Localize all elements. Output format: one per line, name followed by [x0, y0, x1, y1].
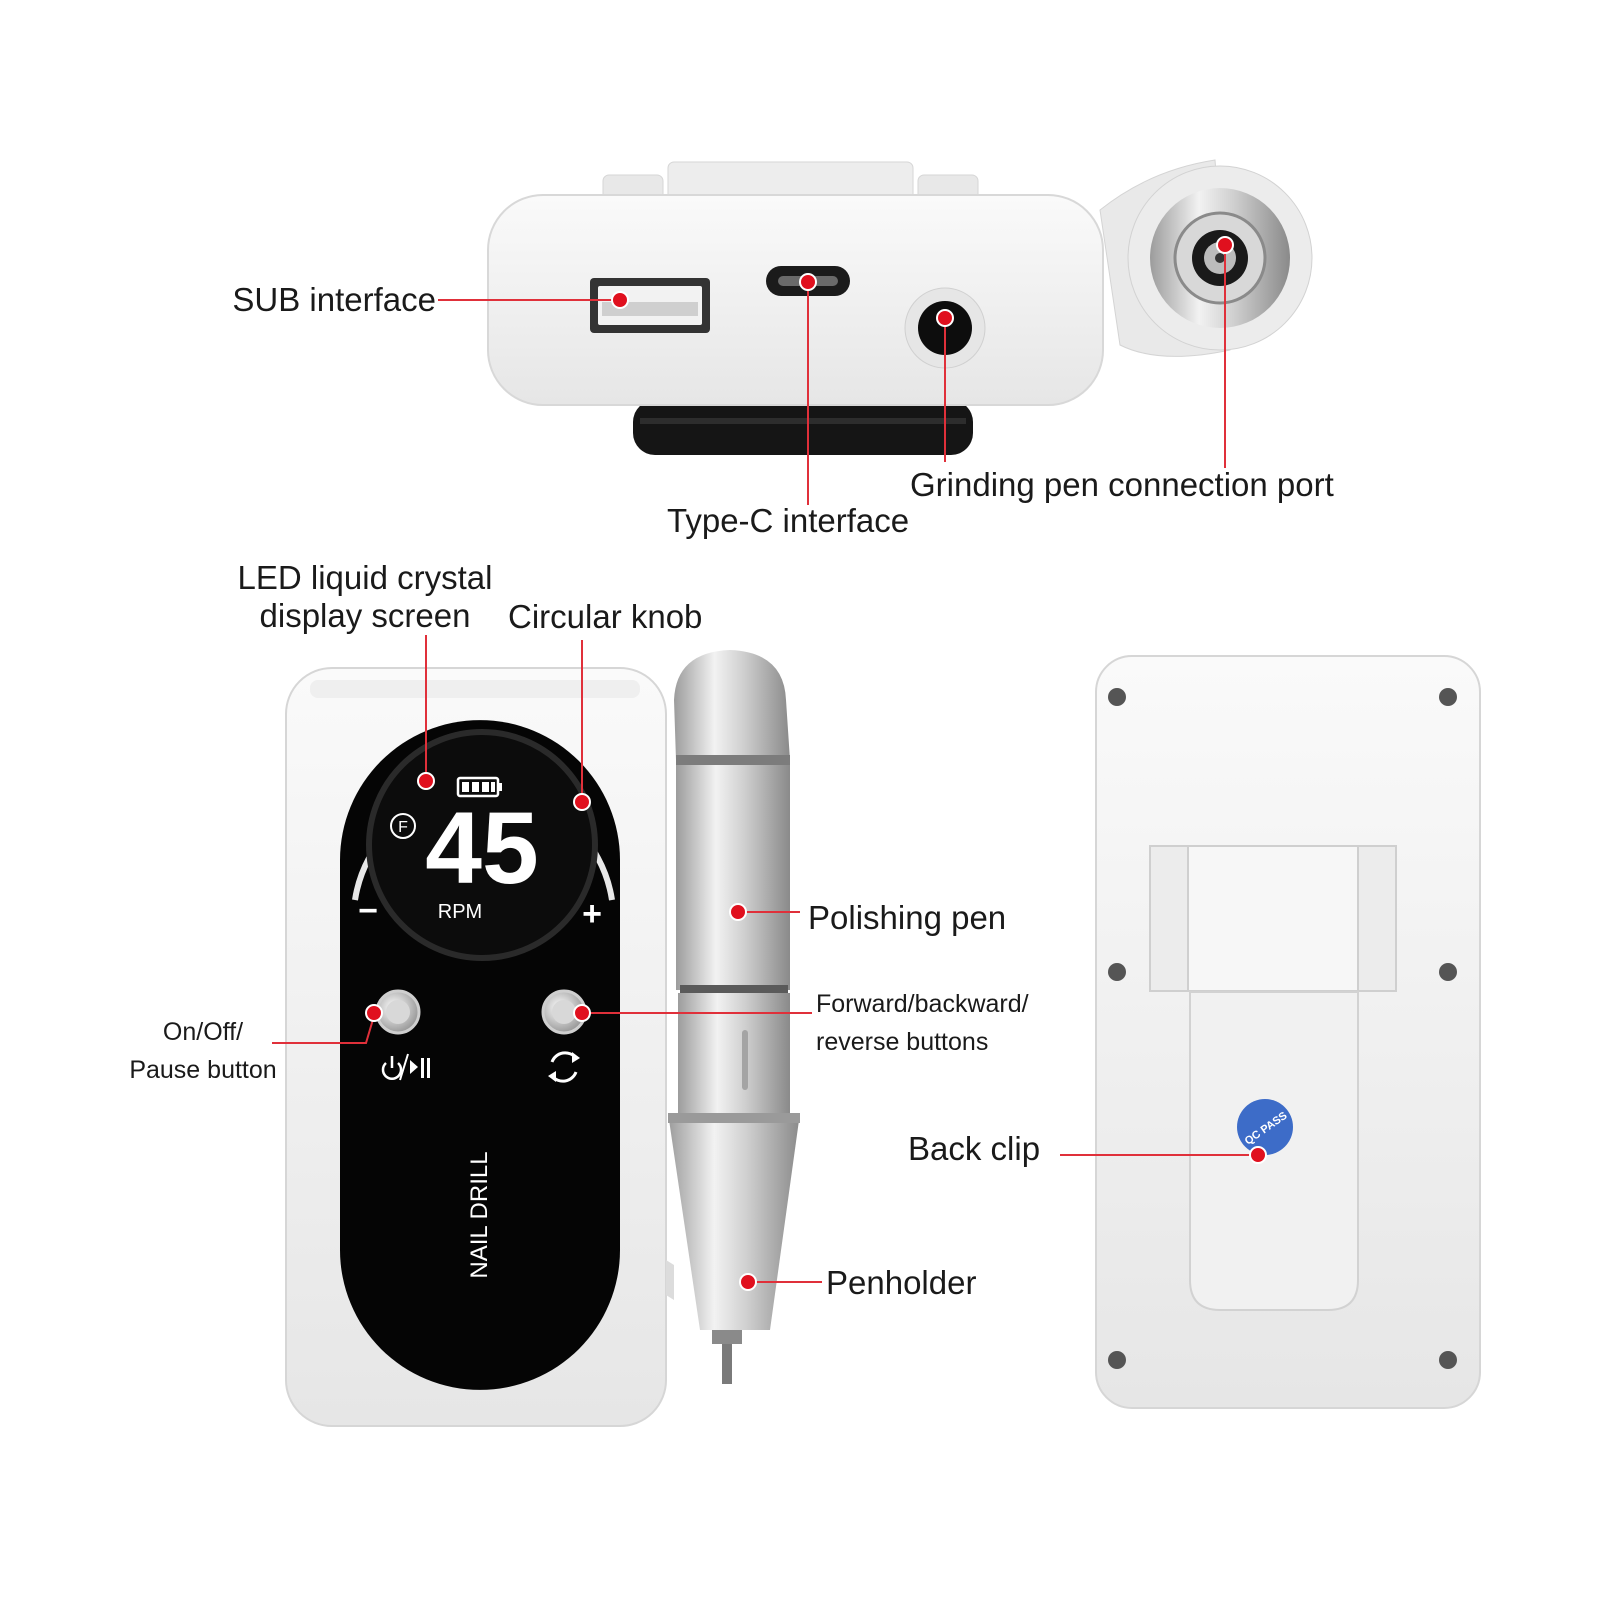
qc-pass-sticker: QC PASS [1237, 1099, 1293, 1155]
dot-typec [799, 273, 817, 291]
label-forward-line2: reverse buttons [816, 1028, 989, 1056]
back-view-device: QC PASS [1095, 655, 1481, 1409]
label-onoff-line2: Pause button [129, 1056, 277, 1084]
label-forward-line1: Forward/backward/ [816, 990, 1029, 1018]
label-onoff-button: On/Off/ Pause button [112, 1013, 294, 1089]
label-grinding-port: Grinding pen connection port [910, 466, 1334, 503]
reverse-arrows-icon [548, 1051, 580, 1083]
label-polishing-pen: Polishing pen [808, 899, 1007, 936]
mode-text: F [398, 819, 408, 836]
speed-unit: RPM [438, 901, 482, 923]
dot-forward [573, 1004, 591, 1022]
top-view-device [487, 159, 1313, 455]
label-circular-knob: Circular knob [508, 598, 703, 635]
marker-dots [365, 236, 1267, 1291]
dot-penholder [739, 1273, 757, 1291]
label-lcd-line2: display screen [259, 597, 471, 634]
leader-lines [272, 245, 1256, 1283]
mode-indicator: F [390, 813, 416, 839]
brand-label: NAIL DRILL [466, 1151, 493, 1278]
dot-backclip [1249, 1146, 1267, 1164]
label-penholder: Penholder [826, 1264, 977, 1301]
leader-onoff [272, 1015, 375, 1044]
power-pause-icon [381, 1053, 430, 1081]
dot-sub [611, 291, 629, 309]
dot-onoff [365, 1004, 383, 1022]
polishing-pen [666, 650, 800, 1384]
label-lcd-screen: LED liquid crystal display screen [225, 559, 505, 635]
speed-readout: 45 [425, 791, 538, 905]
dot-lcd [417, 772, 435, 790]
dot-polishing [729, 903, 747, 921]
label-back-clip: Back clip [908, 1130, 1041, 1167]
label-lcd-line1: LED liquid crystal [237, 559, 493, 596]
dot-dc [936, 309, 954, 327]
dot-knob [573, 793, 591, 811]
label-onoff-line1: On/Off/ [162, 1018, 244, 1046]
battery-icon [456, 776, 502, 798]
dot-grinding [1216, 236, 1234, 254]
power-pause-button[interactable] [375, 989, 421, 1035]
usb-port [590, 278, 710, 333]
speed-plus-sign: + [582, 895, 602, 933]
front-view-device: F 45 RPM − + NAIL DRILL [285, 667, 667, 1427]
label-type-c-interface: Type-C interface [667, 502, 910, 539]
label-sub-interface: SUB interface [232, 281, 436, 318]
label-forward-buttons: Forward/backward/ reverse buttons [816, 985, 1029, 1061]
speed-minus-sign: − [358, 892, 378, 930]
grinding-port-housing [1099, 159, 1313, 357]
